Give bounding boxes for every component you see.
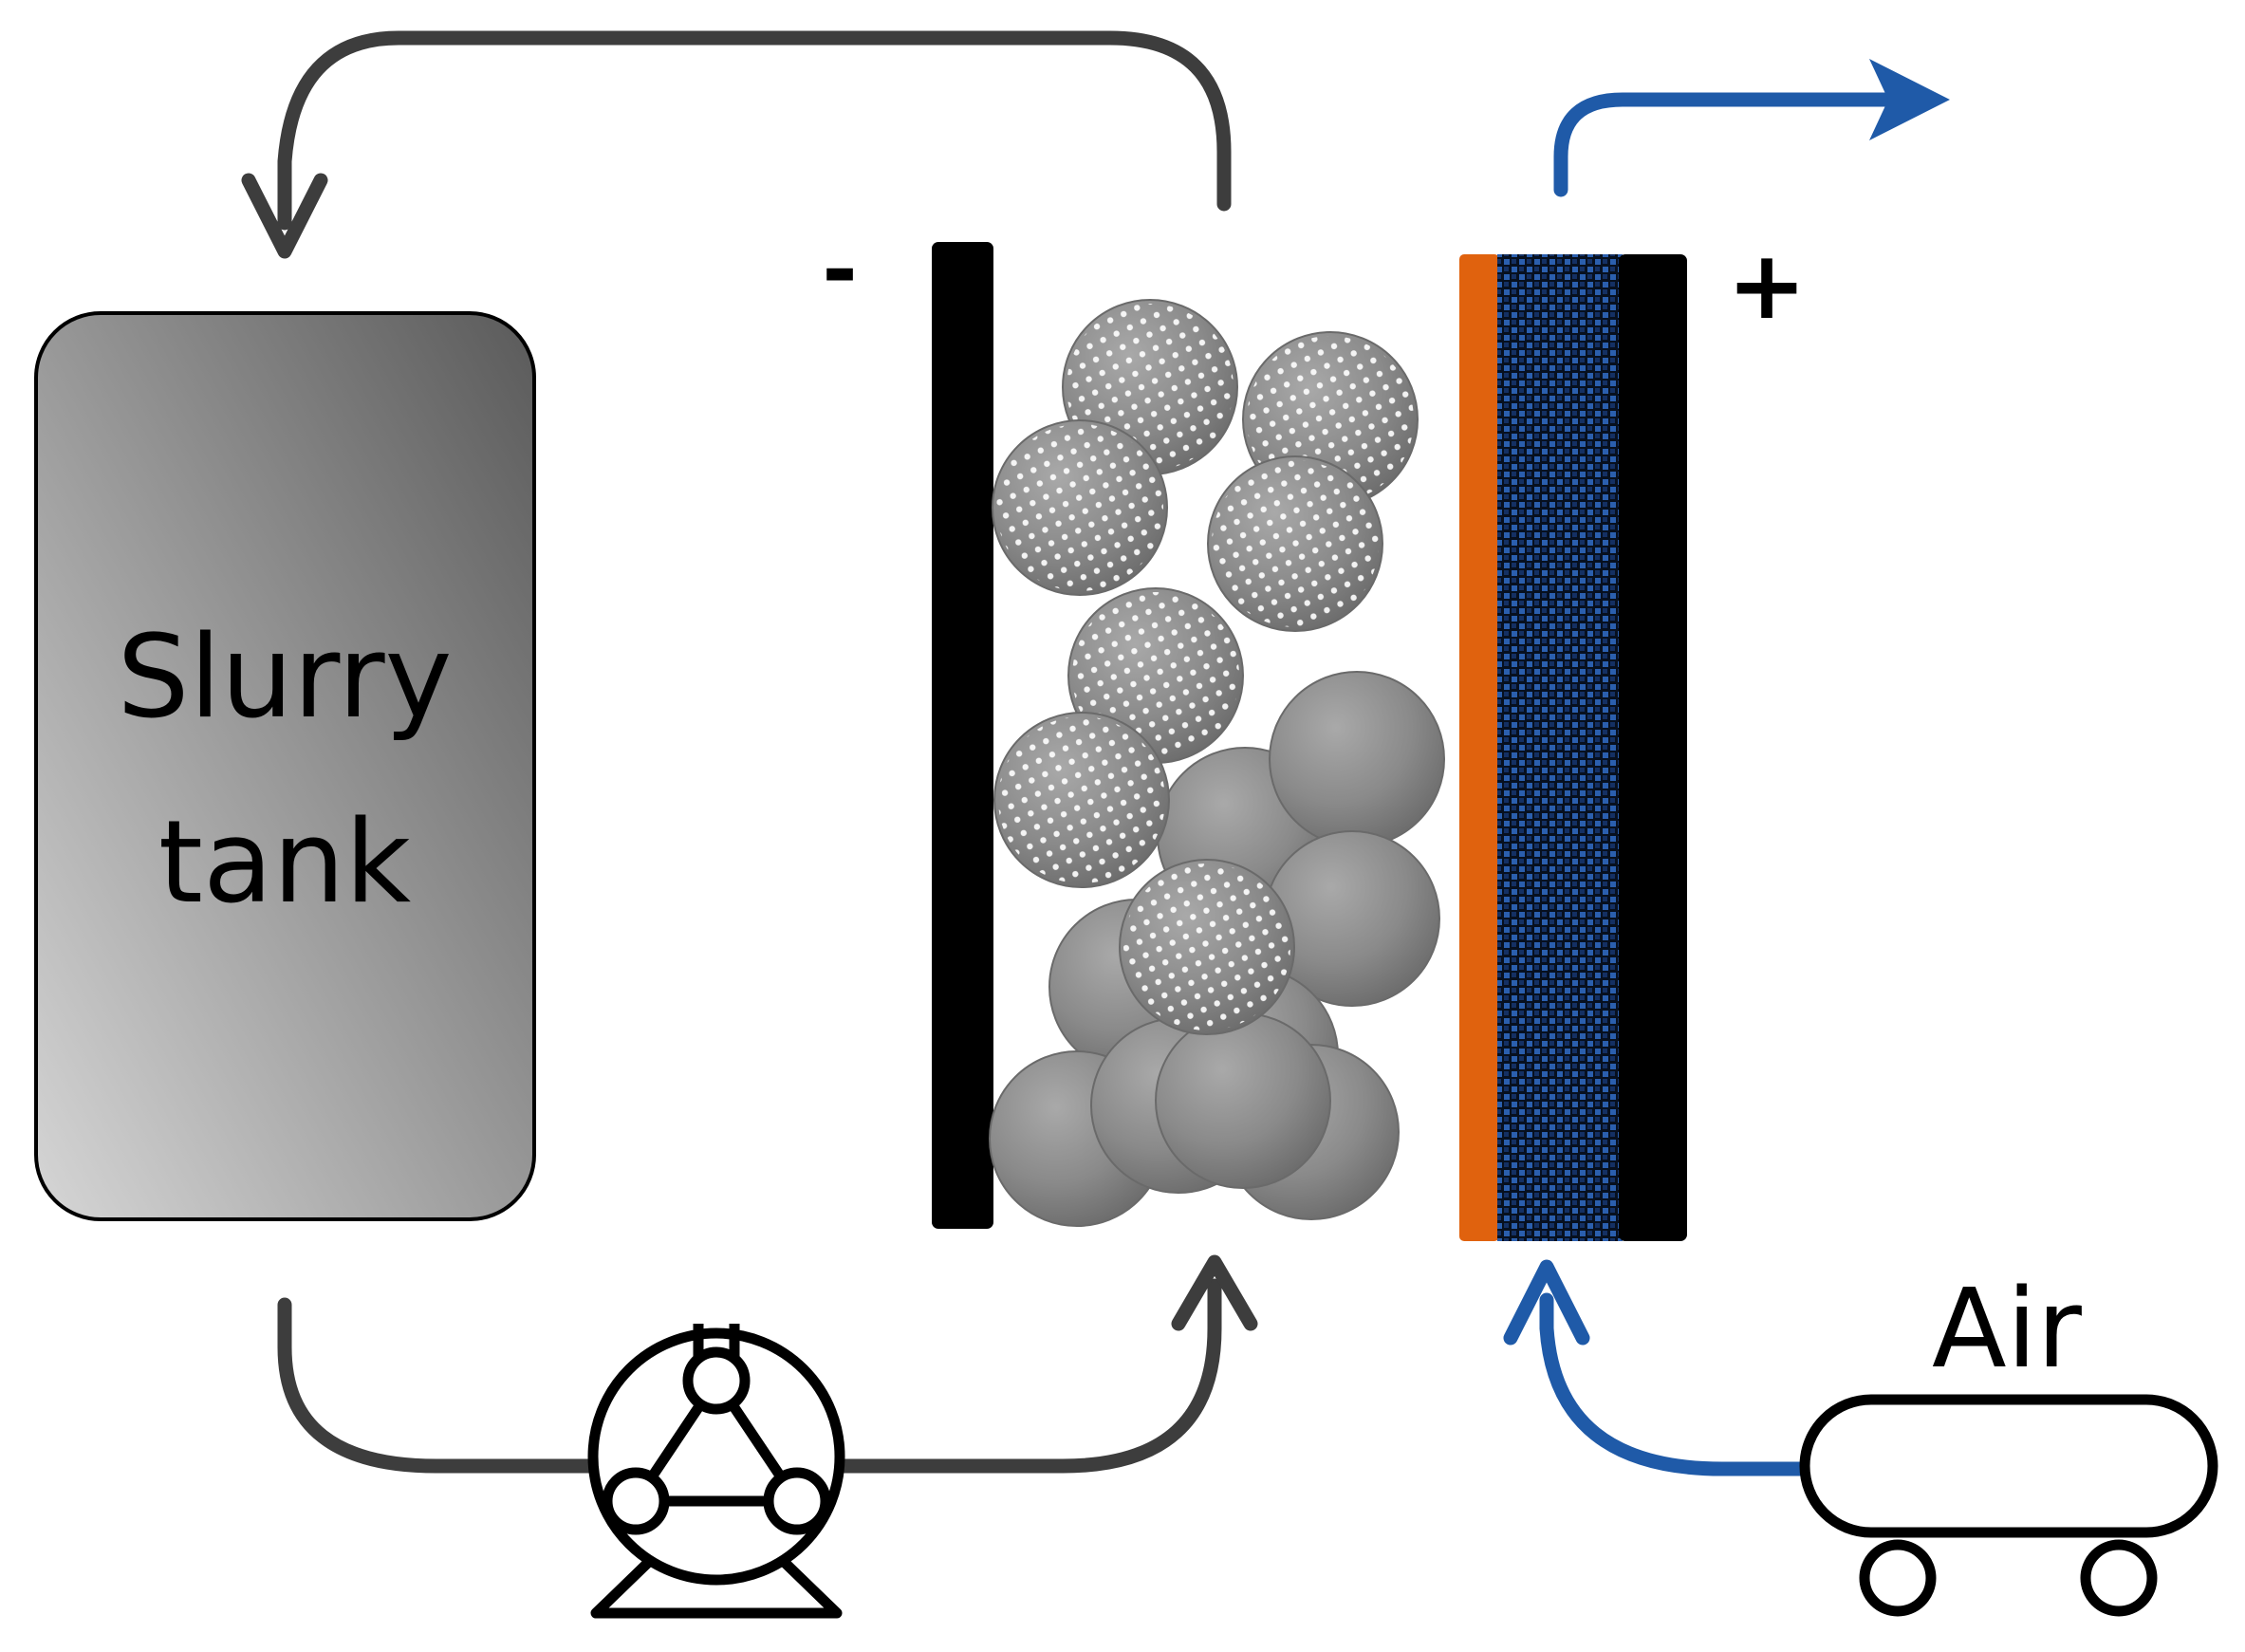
- feed-flow-arrow: [277, 1254, 1258, 1474]
- tank-label-line1: Slurry: [117, 612, 452, 744]
- slurry-tank: Slurry tank: [34, 311, 536, 1221]
- peristaltic-pump-icon: [587, 1324, 845, 1619]
- negative-sign-label: -: [822, 220, 857, 320]
- negative-electrode: -: [822, 220, 993, 1229]
- particle-dot-texture: [1212, 460, 1379, 627]
- positive-sign-label: +: [1727, 230, 1807, 341]
- air-blower-icon: Air: [1799, 1266, 2218, 1617]
- air-cathode: +: [1459, 230, 1807, 1241]
- positive-current-collector: [1619, 254, 1687, 1241]
- catalyst-layer: [1459, 254, 1499, 1241]
- slurry-particles: [989, 299, 1445, 1227]
- particle-dot-texture: [998, 716, 1165, 883]
- zinc-particle-solid: [1269, 671, 1445, 847]
- zinc-particle-solid: [1155, 1012, 1331, 1189]
- return-flow-arrow: [241, 30, 1232, 259]
- tank-label-line2: tank: [158, 797, 412, 929]
- particle-dot-texture: [1123, 863, 1290, 1030]
- particle-dot-texture: [1072, 592, 1239, 759]
- air-label: Air: [1932, 1266, 2083, 1393]
- air-inlet-arrow: [1503, 1259, 1815, 1476]
- particle-dot-texture: [996, 424, 1163, 591]
- air-outlet-arrow: [1553, 59, 1950, 197]
- gas-diffusion-layer: [1497, 254, 1623, 1241]
